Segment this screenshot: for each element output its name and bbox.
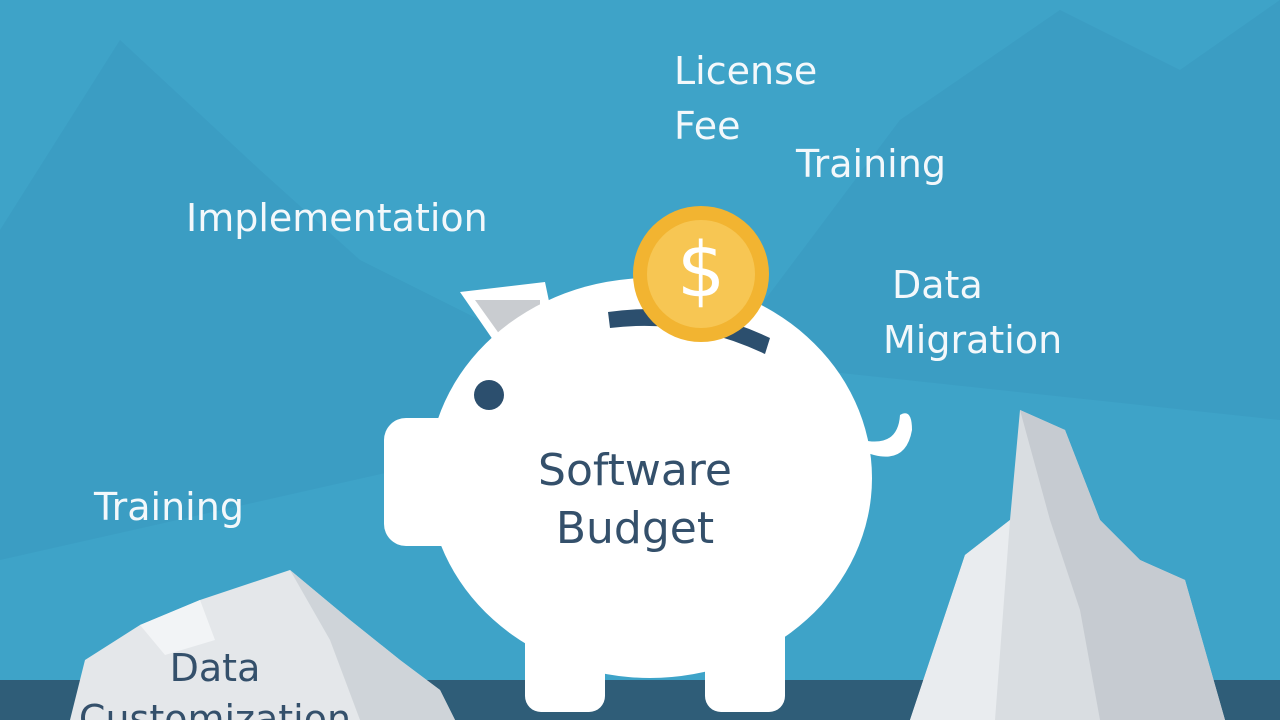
distant-mountain-right: [720, 0, 1280, 420]
pig-title-line1: Software: [538, 445, 732, 496]
label-implementation: Implementation: [186, 196, 488, 240]
right-iceberg: [910, 410, 1225, 720]
left-iceberg: [70, 570, 455, 720]
label-license-fee-line2: Fee: [674, 104, 741, 148]
label-data-customization-line2: Customization: [78, 697, 352, 720]
pig-body: [428, 278, 872, 678]
pig-eye: [474, 380, 504, 410]
pig-snout: [384, 418, 494, 546]
coin: [633, 206, 769, 342]
pig-title-line2: Budget: [555, 503, 715, 554]
piggy-bank: [384, 278, 912, 712]
label-training-left: Training: [94, 485, 244, 529]
label-training-top: Training: [796, 142, 946, 186]
coin-inner: [647, 220, 755, 328]
label-data-migration-line2: Migration: [883, 318, 1063, 362]
pig-tail: [860, 413, 912, 457]
label-data-customization-line1: Data: [169, 646, 261, 690]
coin-slot: [608, 309, 770, 354]
label-data-migration-line1: Data: [892, 263, 983, 307]
label-license-fee-line1: License: [674, 49, 818, 93]
dollar-icon: $: [676, 225, 726, 314]
